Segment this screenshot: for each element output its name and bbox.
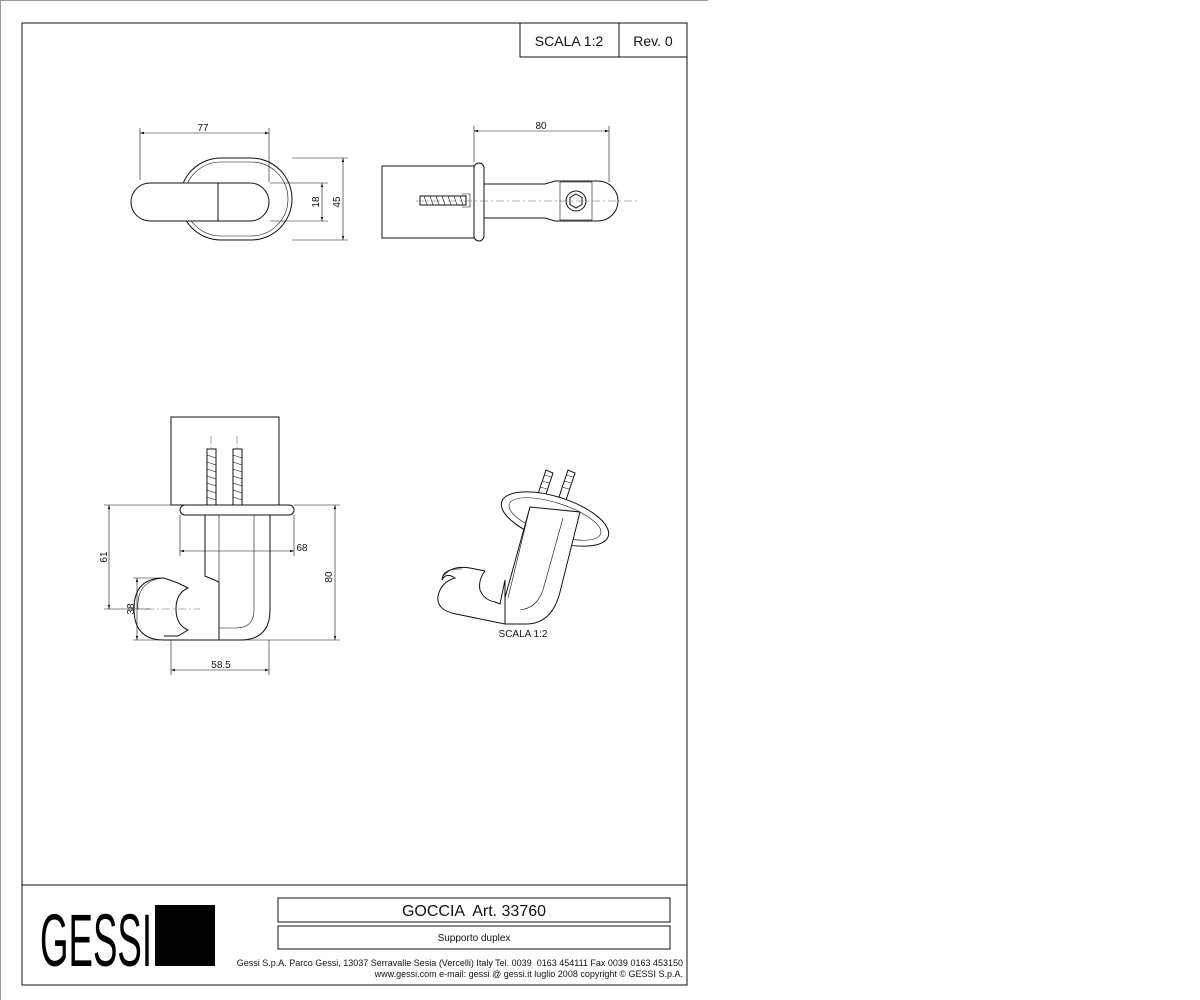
side-view-wall-anchor [419, 195, 467, 206]
dimension-80-side: 80 [535, 121, 547, 132]
company-contact-copyright: www.gessi.com e-mail: gessi @ gessi.it l… [374, 969, 683, 979]
product-title-box [277, 897, 671, 923]
side-view-rosette [473, 162, 485, 242]
front-view-rosette [179, 504, 295, 516]
company-address: Gessi S.p.A. Parco Gessi, 13037 Serraval… [237, 958, 683, 968]
header-scale-label: SCALA 1:2 [535, 33, 604, 49]
dimension-77: 77 [197, 123, 209, 134]
iso-hand-shower-cradle [437, 566, 506, 625]
dimension-58-5: 58.5 [211, 660, 231, 671]
header-block: SCALA 1:2 Rev. 0 [519, 22, 688, 58]
front-view: 61 38 68 80 58.5 [99, 416, 340, 675]
product-title: GOCCIA Art. 33760 [402, 903, 546, 920]
iso-scale-label: SCALA 1:2 [499, 629, 548, 640]
dimension-38: 38 [126, 603, 137, 615]
front-view-wall-hatch [170, 416, 280, 506]
product-subtitle: Supporto duplex [438, 933, 511, 944]
dimension-80-front: 80 [324, 571, 335, 583]
gessi-logo-square [155, 905, 215, 966]
iso-body [502, 506, 581, 625]
iso-wall-anchor-right [558, 469, 576, 501]
dimension-18: 18 [311, 196, 322, 208]
drawing-frame [21, 22, 688, 986]
isometric-view: SCALA 1:2 [437, 469, 610, 640]
title-block: GESSI GOCCIA Art. 33760 Supporto duplex … [22, 884, 687, 982]
front-view-hand-shower-cradle [133, 577, 220, 641]
revision-cell [618, 22, 688, 58]
top-view: 77 18 45 [130, 123, 348, 241]
gessi-logo: GESSI [40, 899, 152, 982]
dimension-61: 61 [99, 551, 110, 563]
header-revision-label: Rev. 0 [633, 33, 673, 49]
top-view-arm [130, 182, 270, 222]
side-view: 80 [381, 121, 640, 242]
dimension-45: 45 [332, 196, 343, 208]
product-subtitle-box [277, 925, 671, 950]
dimension-68: 68 [296, 543, 308, 554]
hex-socket-icon [569, 193, 583, 209]
